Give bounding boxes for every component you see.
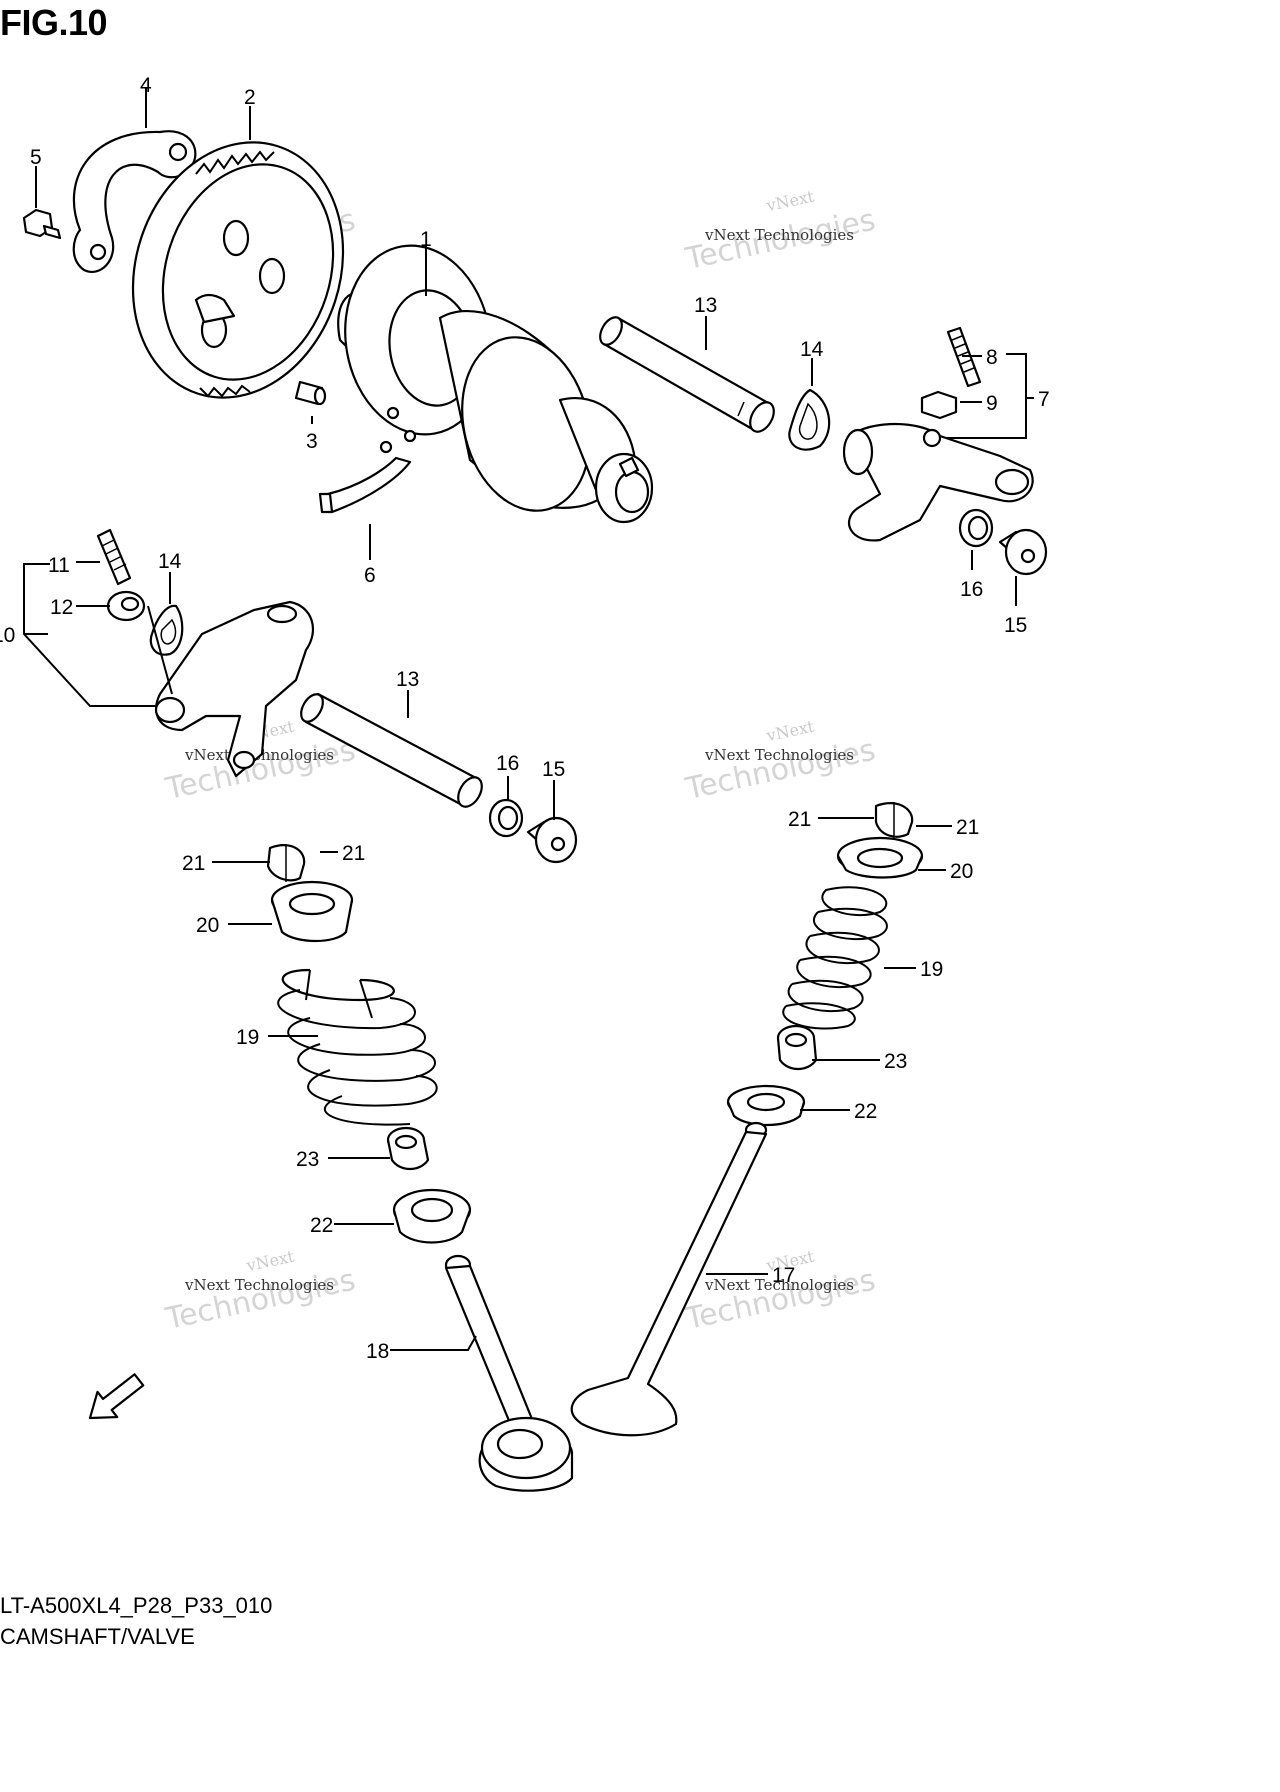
callout-21: 21: [956, 816, 979, 839]
figure-title: FIG.10: [0, 2, 108, 43]
part-23-valve-stem-seal-left[interactable]: [386, 1126, 430, 1171]
part-16-gasket-lower[interactable]: [488, 798, 524, 838]
callout-17: 17: [772, 1264, 795, 1287]
part-16-gasket-upper[interactable]: [958, 508, 994, 548]
watermark-label: vNext Technologies: [184, 1276, 334, 1294]
callout-14: 14: [800, 338, 824, 361]
part-19-valve-spring-left[interactable]: [277, 968, 438, 1126]
part-9-lock-nut[interactable]: [920, 390, 958, 420]
callout-22: 22: [854, 1100, 877, 1123]
callout-20: 20: [950, 860, 973, 883]
part-13-rocker-shaft-upper[interactable]: [596, 314, 779, 436]
callout-18: 18: [366, 1340, 389, 1363]
callout-19: 19: [236, 1026, 259, 1049]
part-21-valve-cotter-left[interactable]: [266, 844, 306, 882]
part-2-cam-sprocket[interactable]: [101, 115, 375, 425]
callout-21: 21: [182, 852, 205, 875]
svg-text:vNext: vNext: [764, 187, 816, 216]
leader-lines: [23, 88, 1034, 1351]
callout-12: 12: [50, 596, 73, 619]
watermark-label: vNext Technologies: [704, 746, 854, 764]
part-14-o-ring-upper[interactable]: [788, 388, 831, 451]
callout-23: 23: [296, 1148, 319, 1171]
callout-16: 16: [496, 752, 519, 775]
watermark-label: vNext Technologies: [704, 226, 854, 244]
part-17-intake-valve[interactable]: [570, 1121, 768, 1437]
part-22-spring-seat-right[interactable]: [726, 1084, 806, 1126]
part-13-rocker-shaft-lower[interactable]: [297, 691, 487, 811]
part-11-adjusting-screw[interactable]: [96, 528, 132, 586]
part-21-valve-cotter-right[interactable]: [874, 802, 914, 838]
callout-22: 22: [310, 1214, 333, 1237]
part-19-valve-spring-right[interactable]: [782, 886, 888, 1030]
part-22-spring-seat-left[interactable]: [392, 1188, 472, 1244]
callout-8: 8: [986, 346, 998, 369]
callout-15: 15: [542, 758, 565, 781]
callout-numbers: 4 2 5 1 3 6 13 14 8 9 7 16 15 11 12 10 1…: [0, 74, 1050, 1363]
part-5-bolt[interactable]: [22, 208, 62, 240]
callout-4: 4: [140, 74, 152, 97]
part-20-spring-retainer-left[interactable]: [270, 880, 354, 942]
callout-21: 21: [342, 842, 365, 865]
callout-15: 15: [1004, 614, 1027, 637]
callout-7: 7: [1038, 388, 1050, 411]
svg-text:Technologies: Technologies: [162, 1263, 359, 1338]
part-4-retainer-plate[interactable]: [72, 130, 197, 273]
callout-23: 23: [884, 1050, 907, 1073]
part-7-rocker-arm-assy[interactable]: [842, 422, 1034, 542]
callout-5: 5: [30, 146, 42, 169]
callout-10: 10: [0, 624, 15, 647]
svg-text:vNext: vNext: [244, 1247, 296, 1276]
part-15-plug-bolt-lower[interactable]: [526, 816, 578, 864]
svg-text:vNext: vNext: [764, 717, 816, 746]
callout-19: 19: [920, 958, 943, 981]
callout-1: 1: [420, 228, 432, 251]
callout-9: 9: [986, 392, 998, 415]
callout-20: 20: [196, 914, 219, 937]
part-20-spring-retainer-right[interactable]: [836, 836, 924, 879]
svg-text:Technologies: Technologies: [682, 733, 879, 808]
callout-21: 21: [788, 808, 811, 831]
part-15-plug-bolt-upper[interactable]: [998, 528, 1048, 576]
part-3-dowel-pin[interactable]: [294, 380, 327, 406]
part-6-half-ring[interactable]: [318, 456, 412, 514]
callout-13: 13: [694, 294, 717, 317]
callout-16: 16: [960, 578, 983, 601]
section-name: CAMSHAFT/VALVE: [0, 1624, 195, 1649]
part-1-camshaft[interactable]: [331, 234, 654, 524]
model-code: LT-A500XL4_P28_P33_010: [0, 1593, 273, 1618]
part-18-exhaust-valve[interactable]: [444, 1254, 574, 1492]
callout-2: 2: [244, 86, 256, 109]
callout-14: 14: [158, 550, 182, 573]
callout-13: 13: [396, 668, 419, 691]
callout-11: 11: [48, 554, 70, 577]
watermark-label: vNext Technologies: [704, 1276, 854, 1294]
part-23-valve-stem-seal-right[interactable]: [776, 1024, 818, 1071]
part-10-rocker-arm-assy[interactable]: [154, 600, 315, 778]
callout-3: 3: [306, 430, 318, 453]
callout-6: 6: [364, 564, 376, 587]
fwd-arrow-icon: FWD: [88, 1373, 145, 1420]
part-12-lock-nut[interactable]: [106, 590, 146, 622]
